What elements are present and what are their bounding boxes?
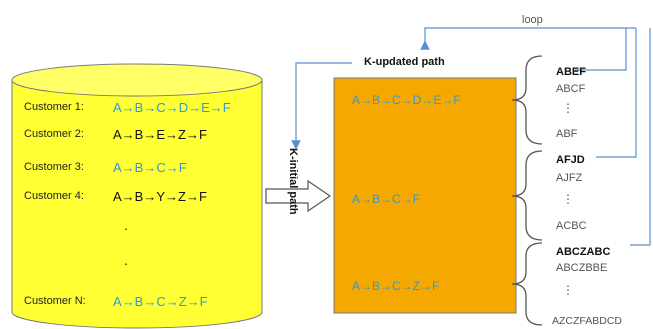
customer-path: A→B→Y→Z→F <box>113 189 207 204</box>
customer-path: A→B→C→D→E→F <box>113 100 231 115</box>
sequence-group-1: ABEF ABCF ⋮ ABF <box>556 66 586 140</box>
sequence-item: ABCF <box>556 83 586 95</box>
brace-group-1 <box>511 55 543 145</box>
sequence-item: AFJD <box>556 154 585 166</box>
box-path: A→B→C→F <box>352 192 420 206</box>
sequence-item: ⋮ <box>562 101 574 115</box>
sequence-item: AZCZFABDCD <box>552 315 622 327</box>
customer-path: A→B→C→F <box>113 160 187 175</box>
ellipsis-dot: . <box>124 217 128 233</box>
customer-label: Customer 3: <box>24 161 84 173</box>
loop-line-group-3 <box>630 28 651 246</box>
box-path: A→B→C→Z→F <box>352 279 439 293</box>
block-arrow <box>265 179 332 213</box>
sequence-item: ACBC <box>556 220 587 232</box>
k-updated-connector <box>291 62 352 150</box>
loop-line-group-1 <box>575 28 627 71</box>
brace-group-2 <box>511 150 543 241</box>
sequence-group-2: AFJD AJFZ ⋮ ACBC <box>556 154 587 232</box>
customer-label: Customer N: <box>24 295 86 307</box>
loop-line-group-2 <box>596 28 637 158</box>
ellipsis-dot: . <box>124 252 128 268</box>
customer-list: Customer 1: A→B→C→D→E→F Customer 2: A→B→… <box>24 100 231 309</box>
loop-label: loop <box>522 14 543 26</box>
customer-label: Customer 4: <box>24 190 84 202</box>
sequence-item: ABCZABC <box>556 246 610 258</box>
sequence-item: ⋮ <box>562 283 574 297</box>
k-updated-path-label: K-updated path <box>364 56 445 68</box>
box-path: A→B→C→D→E→F <box>352 93 461 107</box>
cylinder-top <box>11 63 263 97</box>
sequence-group-3: ABCZABC ABCZBBE ⋮ AZCZFABDCD <box>552 246 622 327</box>
customer-path: A→B→E→Z→F <box>113 127 207 142</box>
sequence-item: ABCZBBE <box>556 262 607 274</box>
customer-label: Customer 1: <box>24 101 84 113</box>
sequence-item: ABF <box>556 128 578 140</box>
customer-label: Customer 2: <box>24 128 84 140</box>
customer-path: A→B→C→Z→F <box>113 294 208 309</box>
sequence-item: AJFZ <box>556 172 583 184</box>
k-path-box <box>333 77 517 314</box>
cylinder-body <box>11 79 263 329</box>
customer-database-cylinder <box>11 63 263 329</box>
brace-group-3 <box>511 242 543 326</box>
sequence-item: ABEF <box>556 66 586 78</box>
sequence-item: ⋮ <box>562 192 574 206</box>
k-initial-path-label: K-initial path <box>287 148 299 215</box>
loop-connector <box>420 27 636 50</box>
